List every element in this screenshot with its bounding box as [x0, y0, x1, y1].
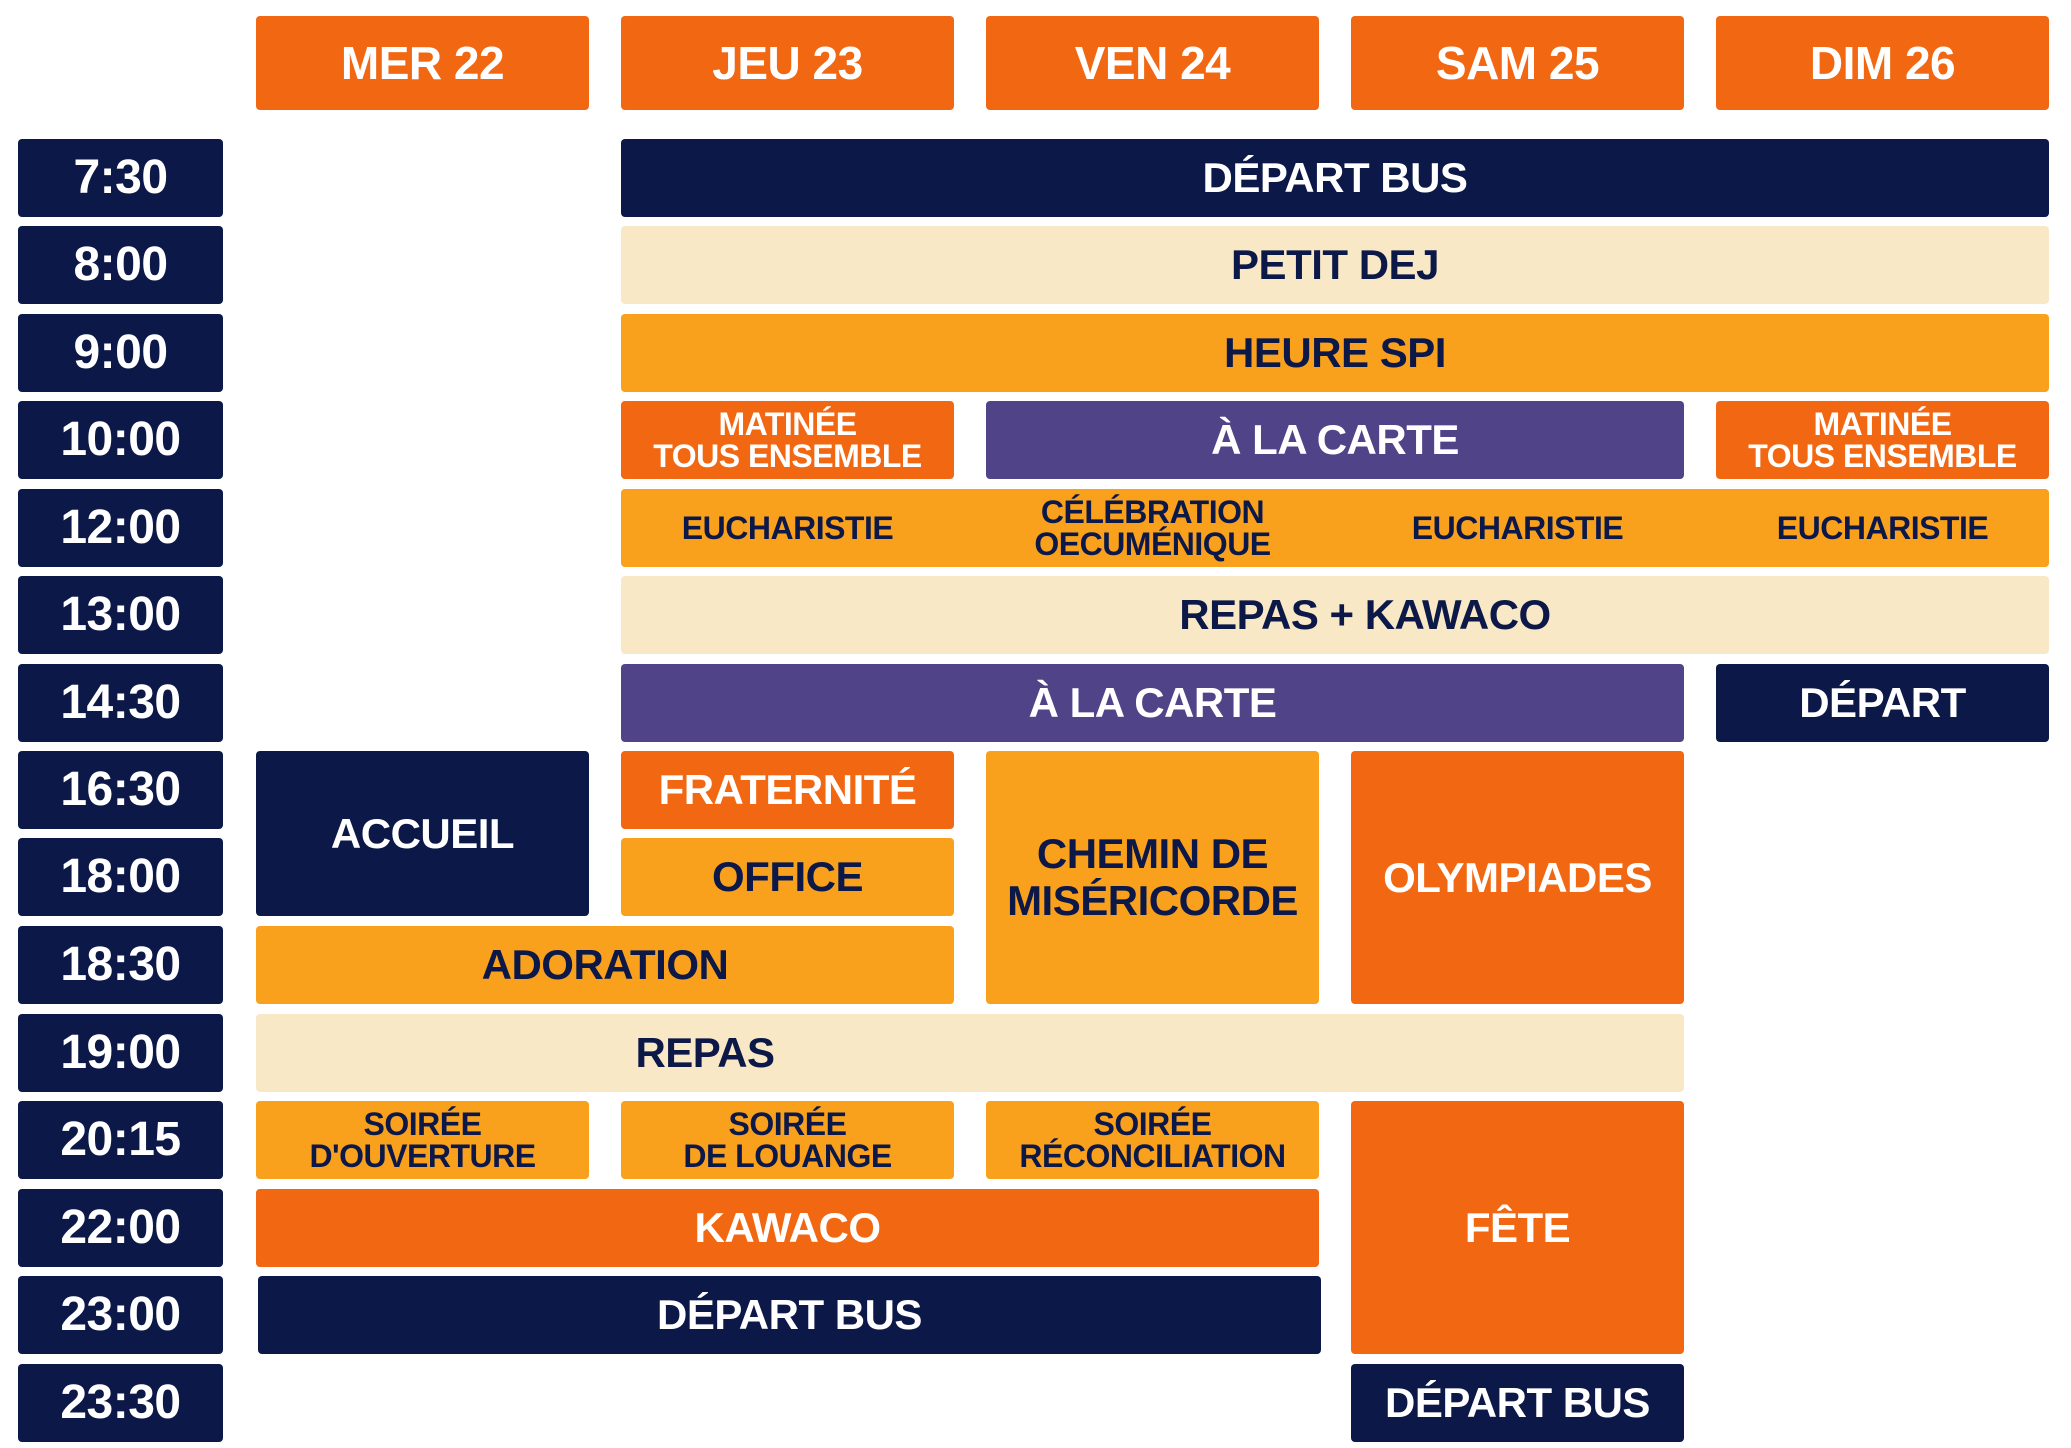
event-depart-bus-sam: DÉPART BUS [1351, 1364, 1684, 1442]
day-header-mer: MER 22 [256, 16, 589, 110]
event-fete: FÊTE [1351, 1101, 1684, 1354]
time-label: 7:30 [18, 139, 223, 217]
time-label: 20:15 [18, 1101, 223, 1179]
event-eucharistie-jeu: EUCHARISTIE [681, 510, 894, 546]
time-label: 23:30 [18, 1364, 223, 1442]
event-a-la-carte-morning: À LA CARTE [986, 401, 1684, 479]
time-label: 10:00 [18, 401, 223, 479]
time-label: 22:00 [18, 1189, 223, 1267]
event-chemin-de-misericorde: CHEMIN DE MISÉRICORDE [986, 751, 1319, 1004]
event-repas: REPAS [256, 1014, 1684, 1092]
event-office: OFFICE [621, 838, 954, 916]
day-header-sam: SAM 25 [1351, 16, 1684, 110]
eucharistie-row-background [621, 489, 2049, 567]
event-eucharistie-sam: EUCHARISTIE [1411, 510, 1624, 546]
time-label: 13:00 [18, 576, 223, 654]
day-header-dim: DIM 26 [1716, 16, 2049, 110]
event-olympiades: OLYMPIADES [1351, 751, 1684, 1004]
event-soiree-ouverture: SOIRÉE D'OUVERTURE [256, 1101, 589, 1179]
time-label: 9:00 [18, 314, 223, 392]
event-celebration-oecumenique: CÉLÉBRATION OECUMÉNIQUE [1034, 494, 1271, 562]
event-repas-kawaco: REPAS + KAWACO [621, 576, 2049, 654]
event-eucharistie-dim: EUCHARISTIE [1776, 510, 1989, 546]
time-label: 14:30 [18, 664, 223, 742]
time-label: 8:00 [18, 226, 223, 304]
time-label: 12:00 [18, 489, 223, 567]
time-label: 18:30 [18, 926, 223, 1004]
day-header-ven: VEN 24 [986, 16, 1319, 110]
time-label: 23:00 [18, 1276, 223, 1354]
event-kawaco: KAWACO [256, 1189, 1319, 1267]
event-matinee-dim: MATINÉE TOUS ENSEMBLE [1716, 401, 2049, 479]
event-depart-bus-night: DÉPART BUS [258, 1276, 1321, 1354]
event-matinee-jeu: MATINÉE TOUS ENSEMBLE [621, 401, 954, 479]
event-a-la-carte-afternoon: À LA CARTE [621, 664, 1684, 742]
time-label: 19:00 [18, 1014, 223, 1092]
event-soiree-reconciliation: SOIRÉE RÉCONCILIATION [986, 1101, 1319, 1179]
event-heure-spi: HEURE SPI [621, 314, 2049, 392]
time-label: 18:00 [18, 838, 223, 916]
event-depart-bus-morning: DÉPART BUS [621, 139, 2049, 217]
event-petit-dej: PETIT DEJ [621, 226, 2049, 304]
event-accueil: ACCUEIL [256, 751, 589, 916]
event-soiree-louange: SOIRÉE DE LOUANGE [621, 1101, 954, 1179]
day-header-jeu: JEU 23 [621, 16, 954, 110]
event-fraternite: FRATERNITÉ [621, 751, 954, 829]
time-label: 16:30 [18, 751, 223, 829]
event-depart-dim: DÉPART [1716, 664, 2049, 742]
event-adoration: ADORATION [256, 926, 954, 1004]
